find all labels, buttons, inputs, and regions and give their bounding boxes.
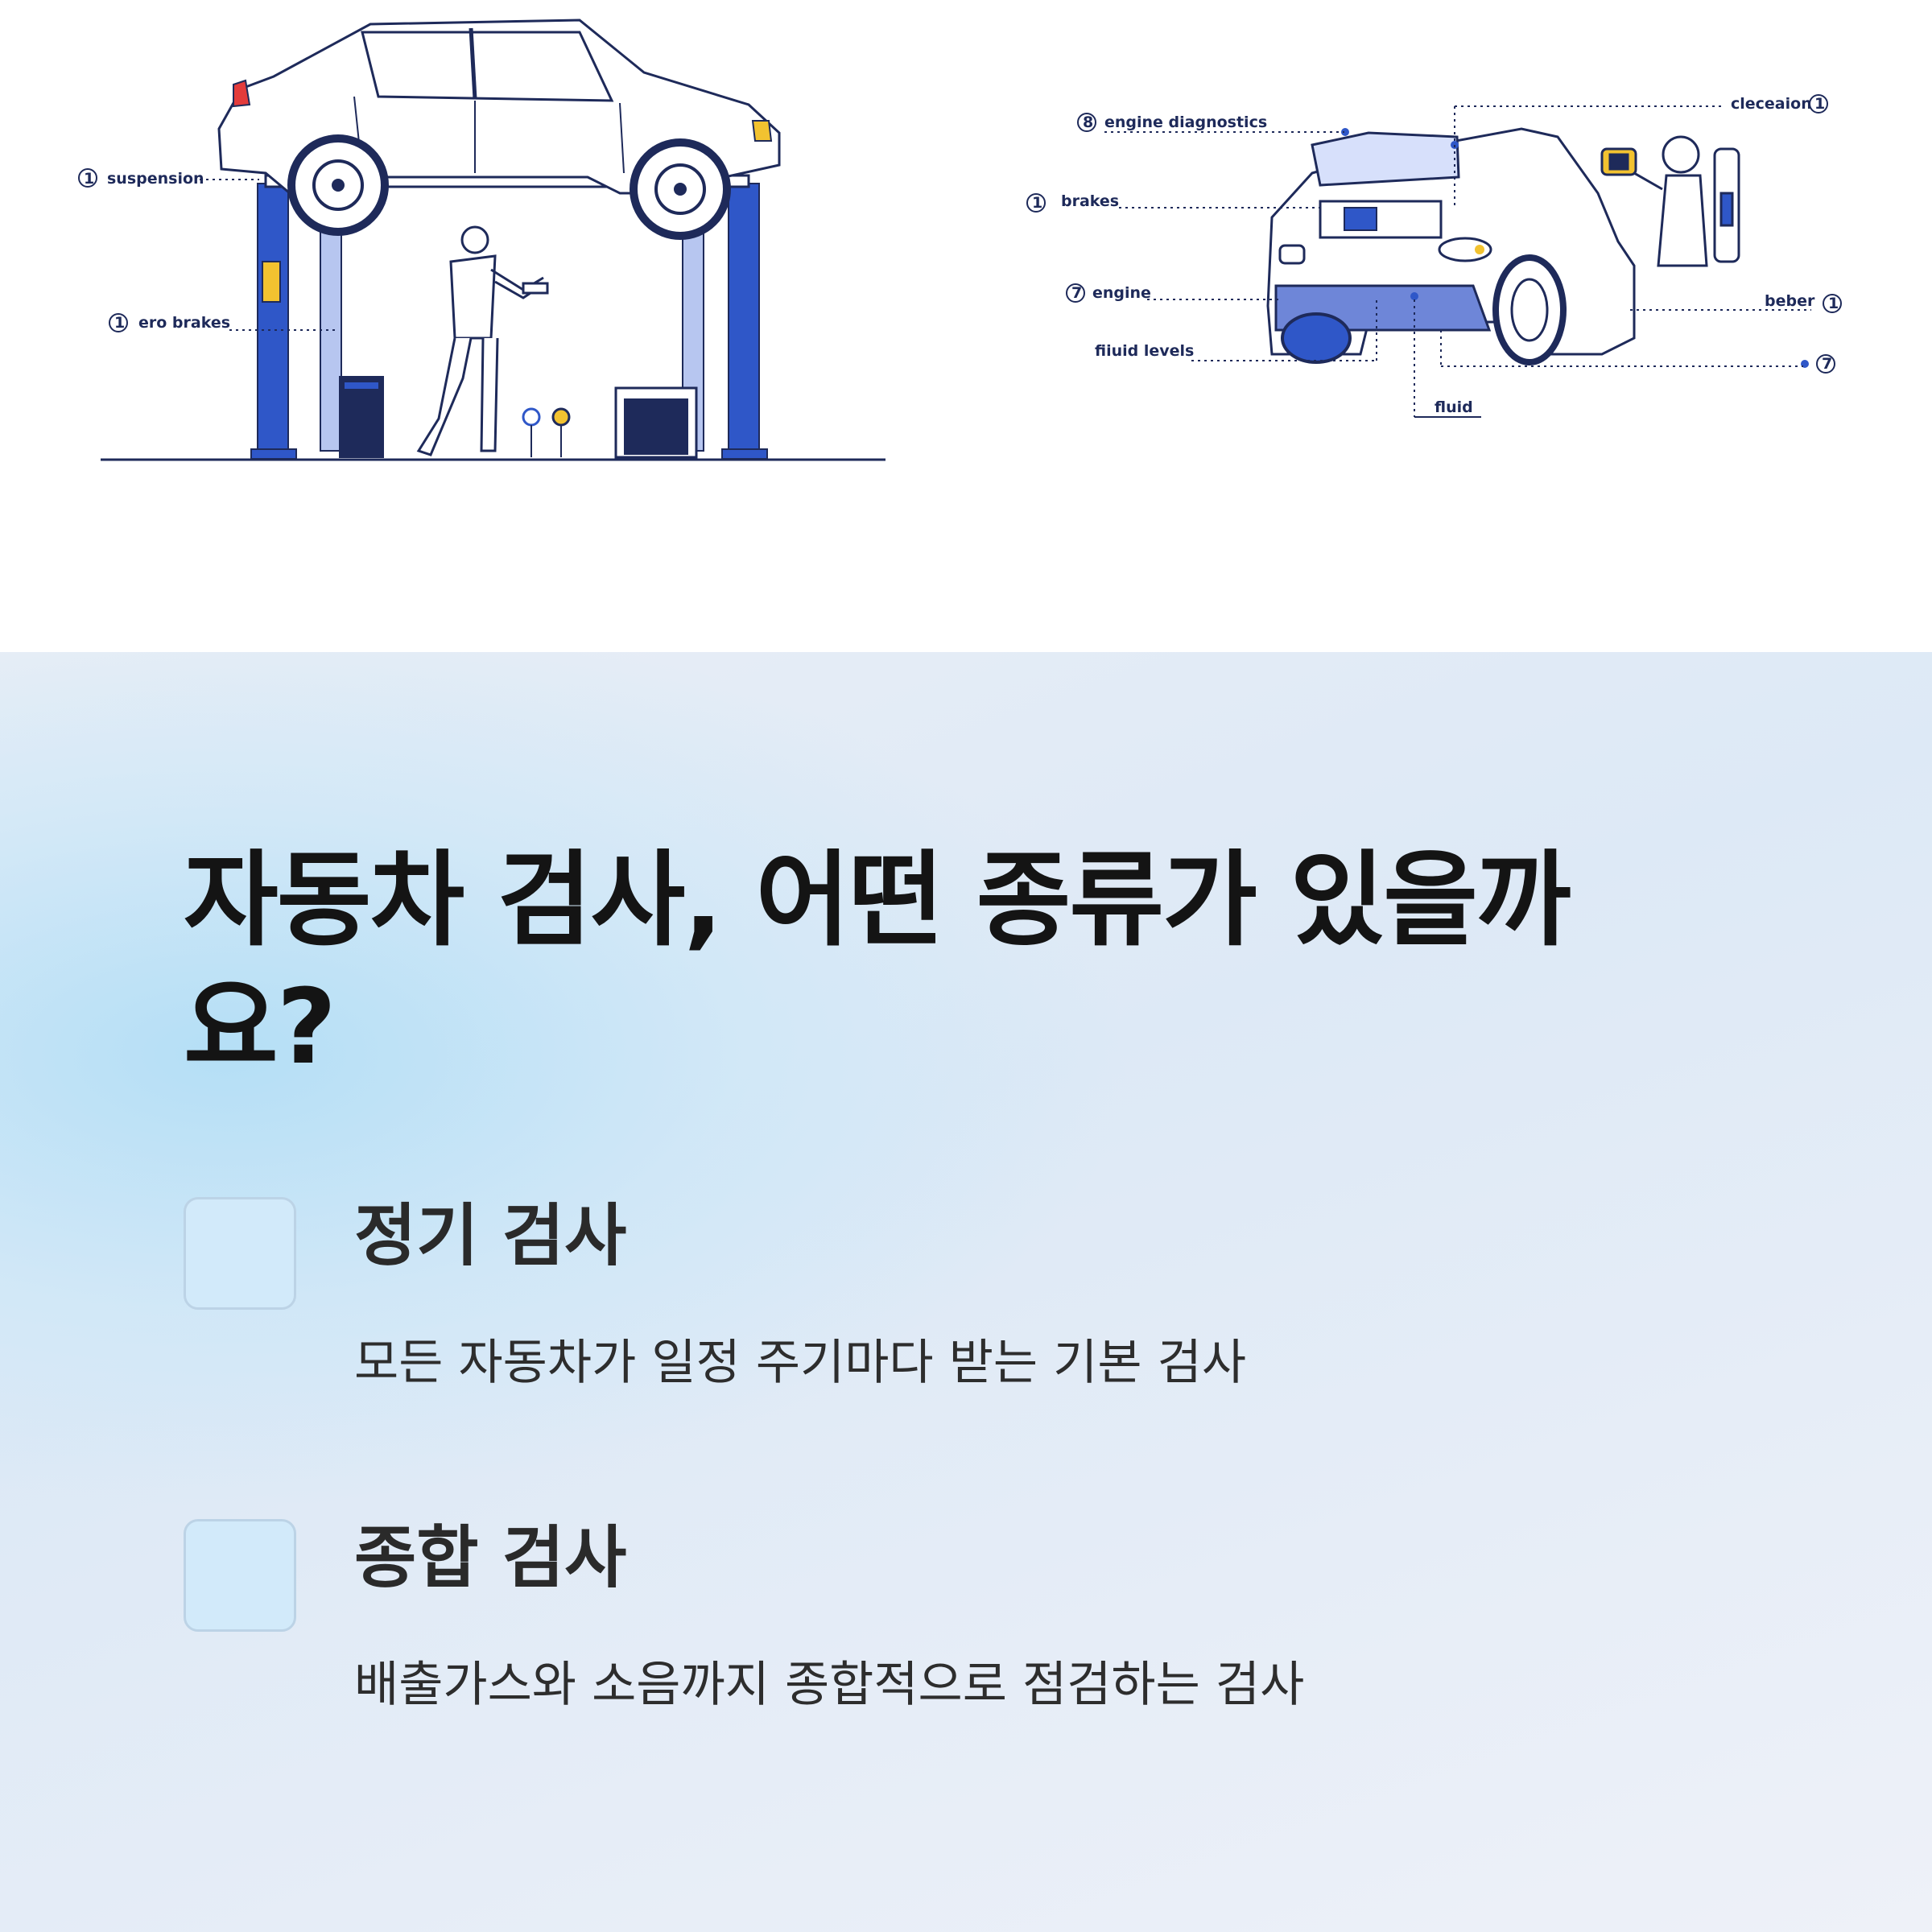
equipment-cabinet bbox=[339, 376, 384, 458]
marker-number: 8 bbox=[1083, 114, 1093, 131]
item-description: 모든 자동차가 일정 주기마다 받는 기본 검사 bbox=[354, 1335, 1247, 1391]
lift-post-right bbox=[728, 183, 760, 458]
label-fluid: fluid bbox=[1435, 398, 1473, 416]
inspection-item-comprehensive: 종합 검사 배출가스와 소음까지 종합적으로 점검하는 검사 bbox=[184, 1509, 1713, 1719]
item-title: 종합 검사 bbox=[354, 1518, 627, 1597]
car-lift-scene: 1 suspension 1 ero brakes bbox=[78, 19, 886, 461]
marker-number: 7 bbox=[1071, 284, 1082, 302]
item-description: 배출가스와 소음까지 종합적으로 점검하는 검사 bbox=[354, 1657, 1305, 1713]
label-right-mid: beber bbox=[1765, 292, 1815, 310]
wheel-icon bbox=[1281, 312, 1352, 364]
label-brakes: brakes bbox=[1061, 192, 1119, 210]
car-inspection-illustration: 1 suspension 1 ero brakes bbox=[0, 0, 1932, 652]
item-title: 정기 검사 bbox=[354, 1196, 627, 1275]
suv-diagnostic-scene: 8 engine diagnostics 1 brakes 7 engine f… bbox=[1026, 94, 1842, 418]
label-engine-diagnostics: engine diagnostics bbox=[1104, 114, 1267, 131]
marker-number: 1 bbox=[1828, 295, 1839, 312]
lift-post-left bbox=[257, 183, 289, 458]
marker-number: 7 bbox=[1822, 355, 1832, 373]
label-brakes: ero brakes bbox=[138, 314, 230, 332]
content-panel: 자동차 검사, 어떤 종류가 있을까요? 정기 검사 모든 자동차가 일정 주기… bbox=[0, 652, 1932, 1932]
label-suspension: suspension bbox=[107, 170, 204, 188]
technician-icon bbox=[1600, 135, 1740, 267]
label-top-right: cleceaion bbox=[1731, 95, 1812, 113]
checkbox-comprehensive[interactable] bbox=[184, 1519, 296, 1632]
marker-number: 1 bbox=[84, 170, 94, 188]
inspection-item-periodic: 정기 검사 모든 자동차가 일정 주기마다 받는 기본 검사 bbox=[184, 1187, 1713, 1397]
marker-number: 1 bbox=[1814, 95, 1825, 113]
marker-number: 1 bbox=[114, 314, 125, 332]
label-fluid-levels: fiiuid levels bbox=[1095, 342, 1194, 360]
marker-number: 1 bbox=[1032, 194, 1042, 212]
wheel-icon bbox=[630, 138, 731, 240]
lift-control-box bbox=[262, 261, 281, 303]
page-title: 자동차 검사, 어떤 종류가 있을까요? bbox=[184, 840, 1571, 1088]
label-engine: engine bbox=[1092, 284, 1151, 302]
checkbox-periodic[interactable] bbox=[184, 1197, 296, 1310]
wheel-icon bbox=[287, 134, 389, 236]
mechanic-icon bbox=[416, 225, 549, 456]
